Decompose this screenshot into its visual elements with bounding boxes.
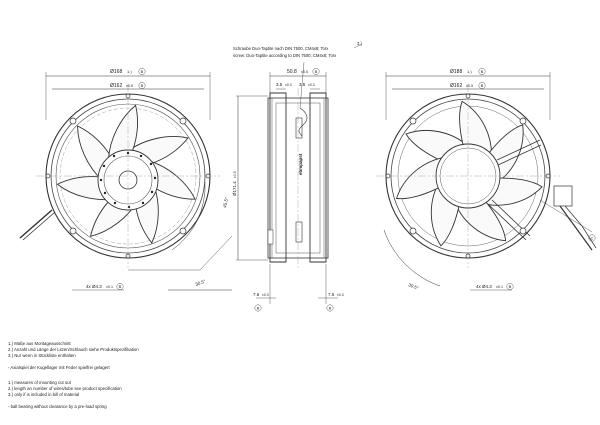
back-hole-circle: B: [509, 284, 512, 289]
back-connector: [553, 185, 573, 207]
front-hole-ref: ±0.1: [106, 285, 113, 289]
front-angle-1: 45.5°: [222, 197, 229, 209]
front-angle-2: 30.5°: [195, 279, 207, 287]
side-diameter-tol: ±0.5: [233, 171, 237, 178]
note-de-2: 2.) Anzahl und Länge der Litzen/Schlauch…: [8, 347, 139, 352]
note-en-3: 3.) only if is included in bill of mater…: [8, 392, 80, 397]
screw-note-line1: Schraube Duo-Taptite nach DIN 7500, CM4x…: [233, 46, 329, 51]
notes-english: 1.) measures of mounting cut out 2.) len…: [8, 380, 122, 410]
side-inner-left: 3.5: [276, 82, 283, 87]
front-hole-label: 4x Ø4.3: [86, 284, 102, 289]
front-dim-bolt-circle: B: [141, 83, 144, 88]
back-angle: 30.5°: [408, 282, 420, 290]
screw-note-line2: screw: Duo-Taptite according to DIN 7500…: [233, 53, 337, 58]
note-de-3: 3.) Nur wenn in Stückliste enthalten: [8, 353, 76, 358]
side-inner-right-tol: ±0.3: [308, 83, 315, 87]
side-width-tol: ±0.5: [301, 70, 308, 74]
side-inner-right: 3.5: [299, 82, 306, 87]
screw-note-ref: 3.): [357, 41, 362, 46]
back-struts: [487, 139, 542, 241]
note-de-1: 1.) Maße aus Montageausschnitt: [8, 341, 71, 346]
side-width: 50.8: [287, 69, 297, 75]
side-diameter: Ø171.4: [232, 181, 237, 196]
front-dim-outer-ref: 1.): [127, 69, 132, 74]
note-en-1: 1.) measures of mounting cut out: [8, 380, 71, 385]
back-dim-outer-circle: B: [481, 69, 484, 74]
front-dim-bolt-tol: ±0.5: [126, 84, 133, 88]
side-flange-left-circle: B: [257, 306, 260, 311]
front-view: Ø168 1.) B Ø162 ±0.5 B 45.5° 30.5° 4x Ø4…: [19, 68, 233, 291]
hub-dots: [99, 151, 157, 209]
back-hole-label: 4x Ø4.3: [476, 284, 492, 289]
side-flange-right: 7.6: [328, 292, 335, 297]
side-flange-left: 7.6: [253, 292, 260, 297]
back-dim-bolt: Ø162: [450, 83, 462, 89]
back-hole-ref: ±0.1: [496, 285, 503, 289]
back-dim-bolt-circle: B: [481, 83, 484, 88]
back-side-circle: C: [591, 236, 594, 241]
front-hole-circle: B: [119, 284, 122, 289]
front-dim-outer: Ø168: [110, 69, 122, 75]
front-cable: [19, 209, 53, 239]
note-en-2: 2.) length an number of wires/tube see p…: [8, 386, 122, 391]
side-flange-right-tol: ±0.3: [337, 293, 344, 297]
back-cable: [559, 205, 593, 251]
side-view: ebmpapst Schraube Duo-Taptite nach DIN 7…: [232, 41, 362, 312]
back-mounting-bosses: [385, 93, 551, 259]
back-dim-outer-ref: 1.): [467, 69, 472, 74]
front-dim-outer-circle: B: [141, 69, 144, 74]
back-dim-outer: Ø188: [450, 69, 462, 75]
notes-german: 1.) Maße aus Montageausschnitt 2.) Anzah…: [8, 341, 139, 371]
note-en-5: - ball bearing without clearance by a pr…: [8, 404, 107, 409]
side-flange-left-tol: ±0.3: [262, 293, 269, 297]
side-brand: ebmpapst: [298, 153, 303, 175]
side-inner-left-tol: ±0.3: [285, 83, 292, 87]
note-de-5: - Axialspiel der Kugellager mit Feder sp…: [8, 365, 110, 370]
front-mounting-bosses: [45, 93, 211, 259]
back-view: Ø188 1.) B Ø162 ±0.5 B 30.5° 4x Ø4.3 ±0.…: [376, 68, 597, 291]
side-flange-right-circle: B: [329, 306, 332, 311]
side-screw: [298, 107, 308, 137]
side-label-b: B: [315, 69, 318, 74]
front-dim-bolt: Ø162: [110, 83, 122, 89]
back-dim-bolt-tol: ±0.5: [466, 84, 473, 88]
